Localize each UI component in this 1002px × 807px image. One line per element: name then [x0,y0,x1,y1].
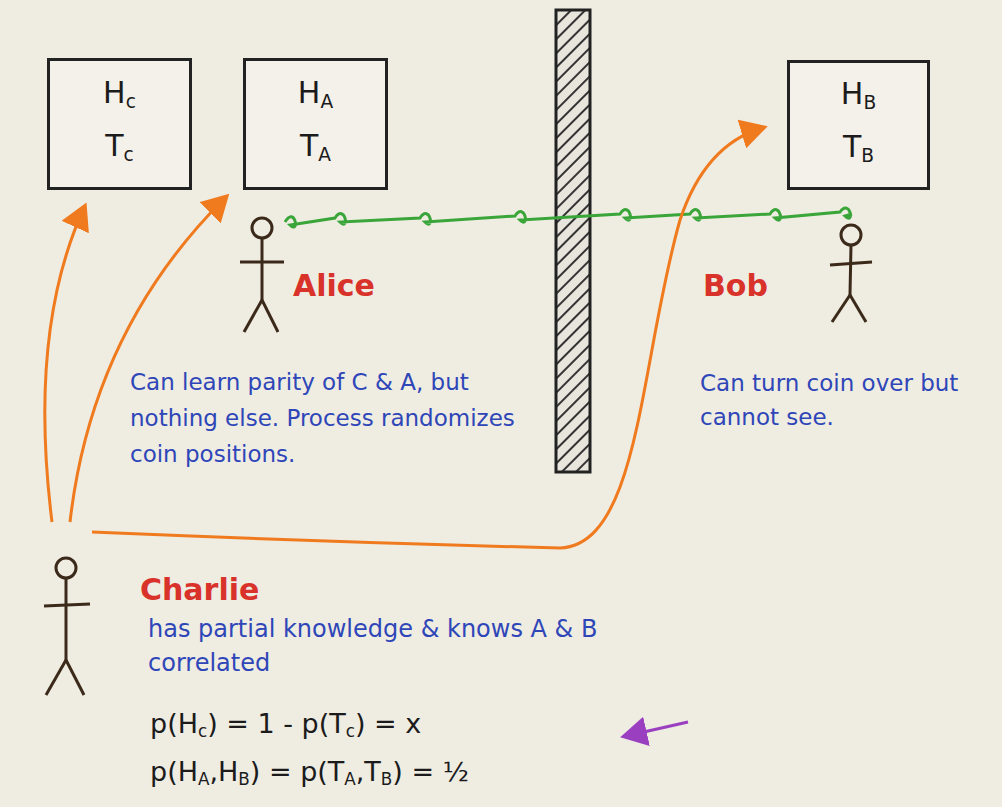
charlie-figure [44,558,90,695]
pointer-arrow [626,722,688,736]
coin-state: HB [841,72,876,125]
coin-box: HcTc [47,58,192,190]
knowledge-arrow [70,198,225,522]
person-name: Charlie [140,572,259,607]
coin-state: HA [298,71,333,124]
formula: p(HA,HB) = p(TA,TB) = ½ [150,756,469,789]
coin-box: HATA [243,58,388,190]
coin-state: TA [300,124,331,177]
coin-state: Hc [103,71,136,124]
spring [285,208,852,227]
person-name: Bob [703,268,768,303]
alice-figure [240,218,284,332]
wall [556,10,590,472]
coin-box: HBTB [787,60,930,190]
person-name: Alice [293,268,375,303]
note-text: has partial knowledge & knows A & B corr… [148,612,648,680]
coin-state: TB [843,125,874,178]
knowledge-arrow [92,128,762,548]
note-text: Can learn parity of C & A, but nothing e… [130,364,540,472]
note-text: Can turn coin over but cannot see. [700,366,985,434]
coin-state: Tc [105,124,134,177]
bob-figure [830,225,872,322]
formula: p(Hc) = 1 - p(Tc) = x [150,708,421,741]
